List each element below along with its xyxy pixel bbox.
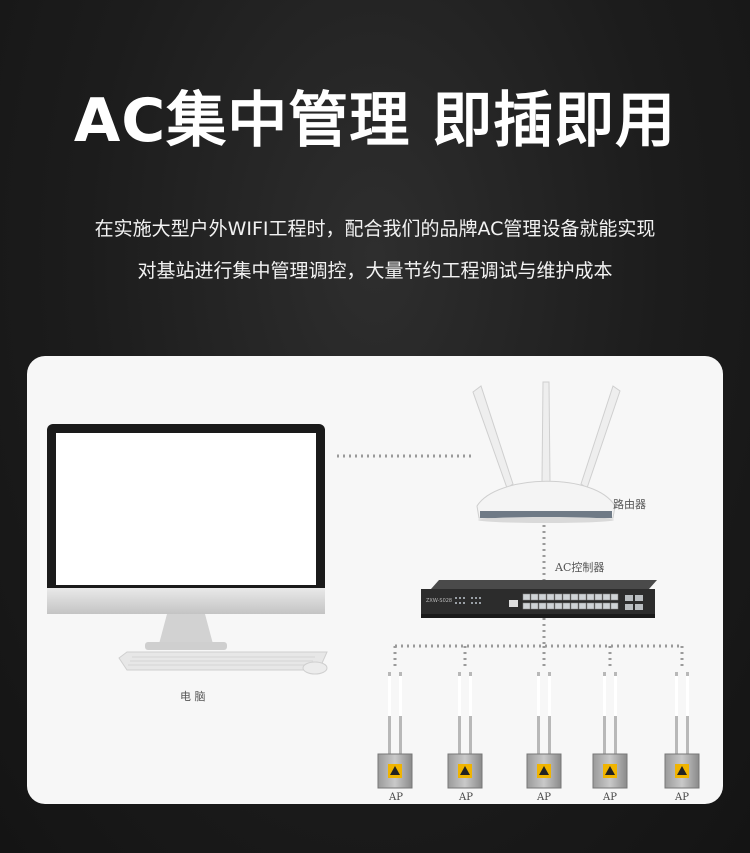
computer (47, 424, 328, 675)
network-diagram-panel: 电 脑 路由器 AC控制器 ZXW-S028 (27, 356, 723, 804)
subtitle-line-1: 在实施大型户外WIFI工程时，配合我们的品牌AC管理设备就能实现 (94, 218, 656, 240)
access-point-5 (664, 672, 700, 789)
computer-label: 电 脑 (180, 690, 206, 703)
controller-label: AC控制器 (554, 560, 604, 574)
access-point-2 (447, 672, 483, 789)
subtitle-line-2: 对基站进行集中管理调控，大量节约工程调试与维护成本 (137, 260, 613, 282)
connection-lines (337, 454, 684, 668)
access-point-3 (526, 672, 562, 789)
ap-label-4: AP (602, 792, 617, 803)
ap-label-5: AP (674, 792, 689, 803)
router-label: 路由器 (613, 497, 646, 511)
ap-label-3: AP (536, 792, 551, 803)
access-point-4 (592, 672, 628, 789)
ac-controller: ZXW-S028 (421, 580, 657, 618)
access-point-1 (377, 672, 413, 789)
ap-label-2: AP (458, 792, 473, 803)
router (472, 381, 621, 523)
network-diagram: 电 脑 路由器 AC控制器 ZXW-S028 (47, 381, 700, 803)
headline: AC集中管理 即插即用 (73, 86, 677, 156)
switch-brand: ZXW-S028 (426, 598, 452, 604)
ap-label-1: AP (388, 792, 403, 803)
